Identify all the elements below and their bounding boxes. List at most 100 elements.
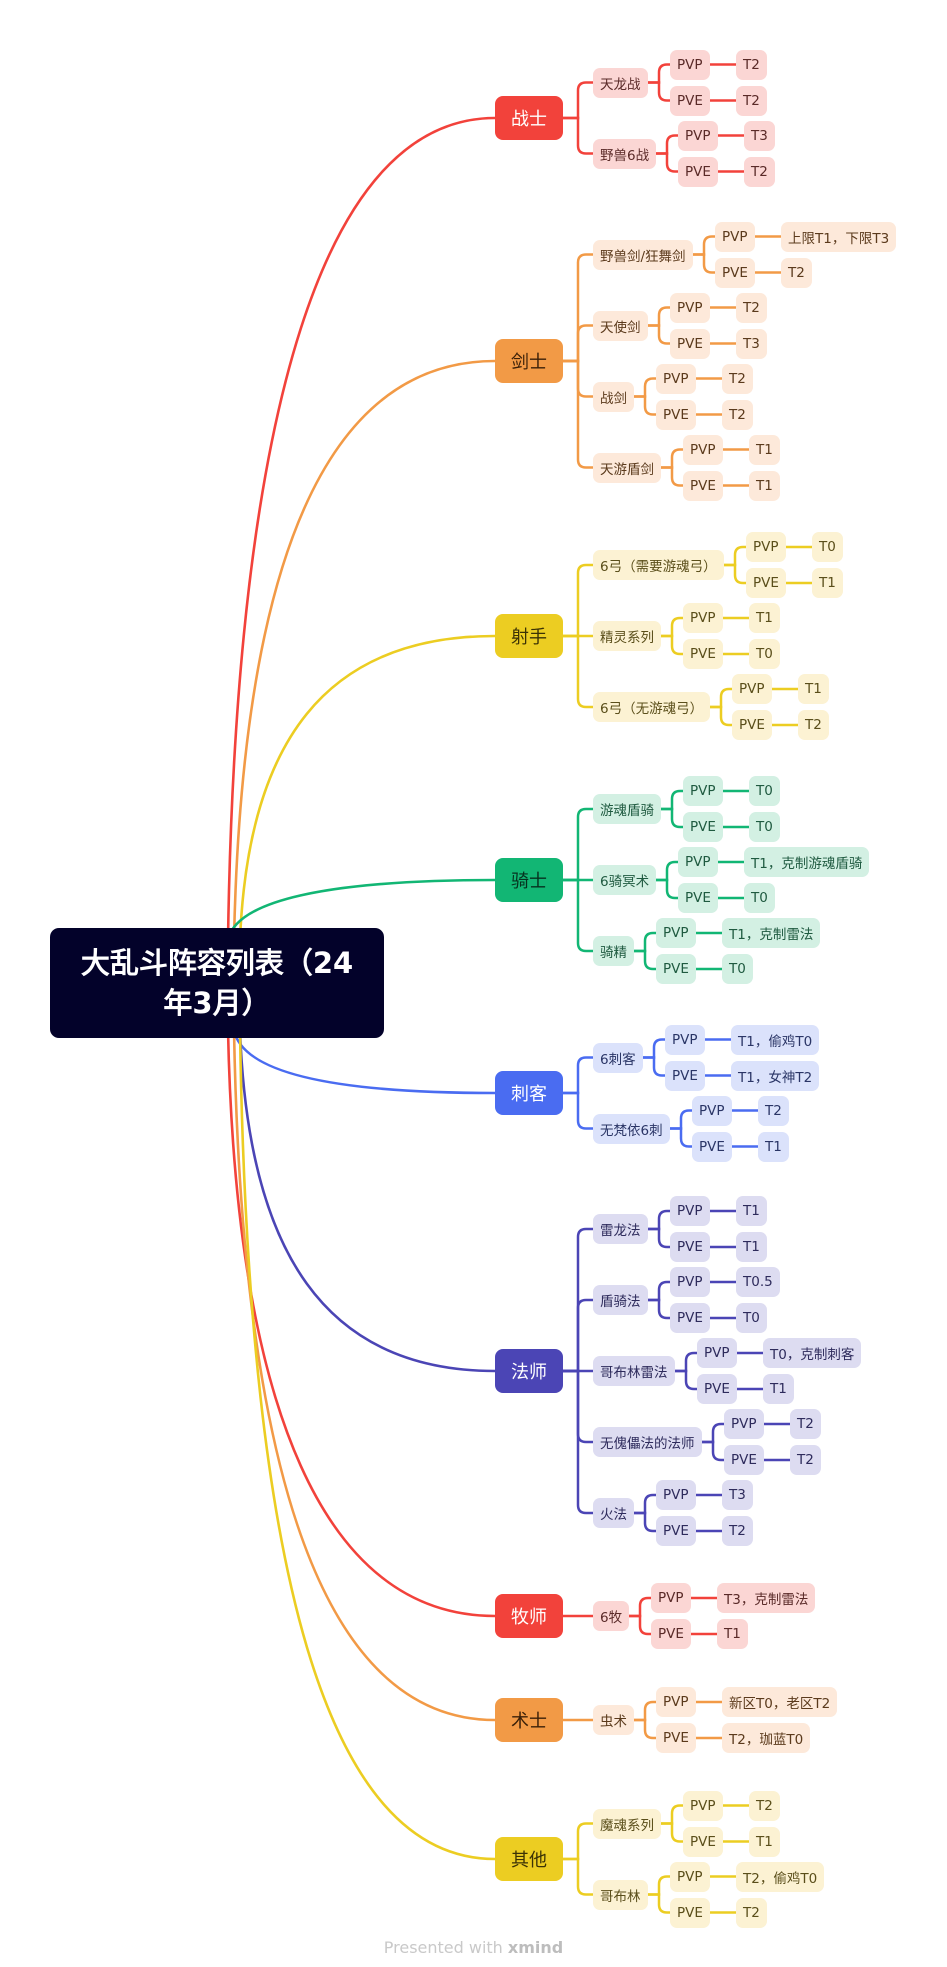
main-topic-1[interactable]: 剑士 bbox=[495, 339, 563, 383]
tier-rating[interactable]: T2 bbox=[790, 1409, 821, 1439]
mode-pve[interactable]: PVE bbox=[670, 1303, 710, 1333]
mode-pvp[interactable]: PVP bbox=[683, 434, 723, 465]
mode-pve[interactable]: PVE bbox=[683, 470, 723, 501]
sub-topic[interactable]: 哥布林雷法 bbox=[593, 1356, 675, 1386]
tier-rating[interactable]: T0 bbox=[812, 532, 843, 562]
sub-topic[interactable]: 无傀儡法的法师 bbox=[593, 1427, 702, 1457]
mode-pvp[interactable]: PVP bbox=[656, 363, 696, 394]
tier-rating[interactable]: T0.5 bbox=[736, 1267, 780, 1297]
mode-pve[interactable]: PVE bbox=[651, 1619, 691, 1649]
tier-rating[interactable]: T2 bbox=[744, 156, 775, 187]
tier-rating[interactable]: T1，克制游魂盾骑 bbox=[744, 847, 870, 877]
mode-pvp[interactable]: PVP bbox=[746, 532, 786, 562]
main-topic-8[interactable]: 其他 bbox=[495, 1837, 563, 1881]
central-topic[interactable]: 大乱斗阵容列表（24年3月） bbox=[50, 928, 384, 1038]
tier-rating[interactable]: T0 bbox=[749, 639, 780, 669]
mode-pvp[interactable]: PVP bbox=[715, 221, 755, 252]
mode-pve[interactable]: PVE bbox=[656, 1723, 696, 1753]
sub-topic[interactable]: 魔魂系列 bbox=[593, 1808, 661, 1839]
tier-rating[interactable]: T2 bbox=[736, 85, 767, 116]
tier-rating[interactable]: T1 bbox=[749, 470, 780, 501]
mode-pve[interactable]: PVE bbox=[678, 156, 718, 187]
sub-topic[interactable]: 游魂盾骑 bbox=[593, 794, 661, 824]
sub-topic[interactable]: 6牧 bbox=[593, 1601, 630, 1631]
mode-pvp[interactable]: PVP bbox=[670, 1267, 710, 1297]
tier-rating[interactable]: T3 bbox=[722, 1480, 753, 1510]
mode-pve[interactable]: PVE bbox=[683, 1826, 723, 1857]
tier-rating[interactable]: T2 bbox=[781, 257, 812, 288]
sub-topic[interactable]: 6弓（无游魂弓） bbox=[593, 692, 711, 722]
sub-topic[interactable]: 雷龙法 bbox=[593, 1214, 648, 1244]
tier-rating[interactable]: T2 bbox=[749, 1790, 780, 1821]
sub-topic[interactable]: 精灵系列 bbox=[593, 621, 661, 651]
mode-pve[interactable]: PVE bbox=[715, 257, 755, 288]
mode-pve[interactable]: PVE bbox=[697, 1374, 737, 1404]
sub-topic[interactable]: 战剑 bbox=[593, 381, 634, 412]
tier-rating[interactable]: T2 bbox=[722, 1516, 753, 1546]
tier-rating[interactable]: T1 bbox=[749, 434, 780, 465]
mode-pvp[interactable]: PVP bbox=[732, 674, 772, 704]
tier-rating[interactable]: T1 bbox=[749, 1826, 780, 1857]
sub-topic[interactable]: 火法 bbox=[593, 1498, 634, 1528]
sub-topic[interactable]: 天游盾剑 bbox=[593, 452, 661, 483]
tier-rating[interactable]: T0 bbox=[744, 883, 775, 913]
mode-pve[interactable]: PVE bbox=[670, 85, 710, 116]
main-topic-2[interactable]: 射手 bbox=[495, 614, 563, 658]
mode-pve[interactable]: PVE bbox=[724, 1445, 764, 1475]
mode-pvp[interactable]: PVP bbox=[651, 1583, 691, 1613]
tier-rating[interactable]: T2 bbox=[790, 1445, 821, 1475]
tier-rating[interactable]: T0 bbox=[736, 1303, 767, 1333]
tier-rating[interactable]: T0 bbox=[749, 812, 780, 842]
main-topic-4[interactable]: 刺客 bbox=[495, 1071, 563, 1115]
tier-rating[interactable]: T1 bbox=[736, 1196, 767, 1226]
mode-pvp[interactable]: PVP bbox=[656, 1687, 696, 1717]
sub-topic[interactable]: 天龙战 bbox=[593, 67, 648, 98]
tier-rating[interactable]: T0 bbox=[749, 776, 780, 806]
tier-rating[interactable]: T2，珈蓝T0 bbox=[722, 1723, 811, 1753]
main-topic-0[interactable]: 战士 bbox=[495, 96, 563, 140]
tier-rating[interactable]: T3 bbox=[744, 120, 775, 151]
mode-pvp[interactable]: PVP bbox=[665, 1024, 705, 1055]
sub-topic[interactable]: 6骑冥术 bbox=[593, 865, 657, 895]
mode-pve[interactable]: PVE bbox=[746, 568, 786, 598]
tier-rating[interactable]: T1，女神T2 bbox=[731, 1060, 820, 1091]
tier-rating[interactable]: T1 bbox=[717, 1619, 748, 1649]
main-topic-3[interactable]: 骑士 bbox=[495, 858, 563, 902]
sub-topic[interactable]: 6刺客 bbox=[593, 1042, 643, 1073]
tier-rating[interactable]: T2 bbox=[722, 399, 753, 430]
tier-rating[interactable]: T1 bbox=[812, 568, 843, 598]
mode-pve[interactable]: PVE bbox=[665, 1060, 705, 1091]
mode-pve[interactable]: PVE bbox=[670, 328, 710, 359]
mode-pve[interactable]: PVE bbox=[692, 1131, 732, 1162]
tier-rating[interactable]: T0，克制刺客 bbox=[763, 1338, 862, 1368]
mode-pve[interactable]: PVE bbox=[678, 883, 718, 913]
mode-pve[interactable]: PVE bbox=[683, 812, 723, 842]
tier-rating[interactable]: T3 bbox=[736, 328, 767, 359]
sub-topic[interactable]: 哥布林 bbox=[593, 1879, 648, 1910]
tier-rating[interactable]: T1 bbox=[736, 1232, 767, 1262]
mode-pve[interactable]: PVE bbox=[656, 1516, 696, 1546]
mode-pvp[interactable]: PVP bbox=[670, 49, 710, 80]
mode-pve[interactable]: PVE bbox=[670, 1232, 710, 1262]
tier-rating[interactable]: T2 bbox=[736, 49, 767, 80]
tier-rating[interactable]: 上限T1，下限T3 bbox=[781, 221, 897, 252]
mode-pvp[interactable]: PVP bbox=[692, 1095, 732, 1126]
tier-rating[interactable]: T2 bbox=[798, 710, 829, 740]
mode-pvp[interactable]: PVP bbox=[724, 1409, 764, 1439]
tier-rating[interactable]: T1 bbox=[798, 674, 829, 704]
tier-rating[interactable]: T2，偷鸡T0 bbox=[736, 1861, 825, 1892]
mode-pvp[interactable]: PVP bbox=[656, 1480, 696, 1510]
tier-rating[interactable]: T2 bbox=[736, 292, 767, 323]
mode-pvp[interactable]: PVP bbox=[678, 847, 718, 877]
tier-rating[interactable]: T3，克制雷法 bbox=[717, 1583, 816, 1613]
sub-topic[interactable]: 6弓（需要游魂弓） bbox=[593, 550, 724, 580]
main-topic-7[interactable]: 术士 bbox=[495, 1698, 563, 1742]
sub-topic[interactable]: 野兽6战 bbox=[593, 138, 657, 169]
tier-rating[interactable]: T1 bbox=[763, 1374, 794, 1404]
tier-rating[interactable]: T0 bbox=[722, 954, 753, 984]
mode-pvp[interactable]: PVP bbox=[678, 120, 718, 151]
mode-pvp[interactable]: PVP bbox=[683, 603, 723, 633]
mode-pve[interactable]: PVE bbox=[670, 1897, 710, 1928]
tier-rating[interactable]: T2 bbox=[758, 1095, 789, 1126]
mode-pve[interactable]: PVE bbox=[683, 639, 723, 669]
